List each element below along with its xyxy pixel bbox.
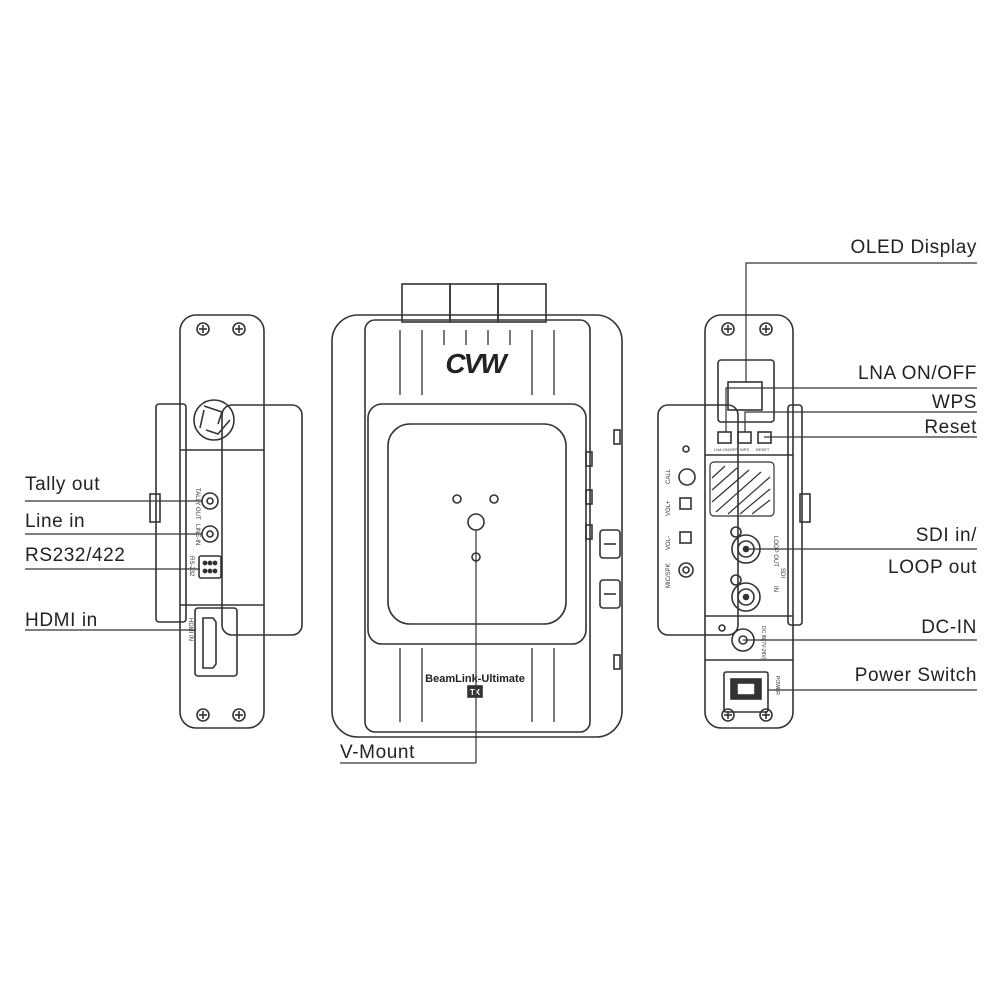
screw-icon [196, 708, 210, 722]
right-rear-plate [657, 404, 739, 636]
print-call: CALL [666, 468, 672, 484]
side-buttons [585, 429, 621, 670]
brand-logo: CVW [445, 348, 509, 379]
model-name: BeamLink-Ultimate [425, 673, 525, 685]
top-ribs [399, 330, 555, 395]
side-bnc-connectors [599, 529, 621, 609]
print-btn-wps: WPS [740, 447, 749, 452]
battery-plate-outer [367, 403, 587, 645]
print-sdi: SDI [779, 568, 785, 578]
print-power: POWER [774, 676, 780, 695]
sdi-in-connector [730, 574, 761, 612]
label-hdmi-in: HDMI in [25, 610, 98, 631]
vol-up-button [679, 497, 692, 510]
vol-down-button [679, 531, 692, 544]
mic-spk-jack [678, 562, 694, 578]
tx-badge-box [467, 685, 483, 698]
right-leader-lines [725, 262, 977, 691]
screw-icon [232, 708, 246, 722]
label-power-switch: Power Switch [854, 665, 977, 686]
call-button [678, 468, 696, 486]
print-btn-reset: RESET [756, 447, 770, 452]
sdi-loop-out-connector [730, 526, 761, 564]
rs232-port [198, 555, 222, 579]
label-dc-in: DC-IN [921, 617, 977, 638]
screw-icon [232, 322, 246, 336]
print-dc: DC IN(7V-28V) [760, 626, 766, 660]
vent-slots [709, 461, 775, 517]
top-connector [449, 283, 499, 323]
left-tab [149, 493, 161, 523]
screw-icon [759, 322, 773, 336]
label-tally-out: Tally out [25, 474, 101, 495]
vmount-leader [340, 530, 477, 764]
screw-icon [721, 322, 735, 336]
label-lna-on-off: LNA ON/OFF [858, 363, 977, 384]
print-loop: LOOP OUT [772, 536, 778, 567]
tally-out-port [201, 492, 219, 510]
label-loop-out: LOOP out [888, 557, 977, 578]
right-clip [787, 404, 803, 626]
screw-icon [196, 322, 210, 336]
battery-plate-inner [387, 423, 567, 625]
left-rear-plate [221, 404, 303, 636]
label-sdi-in: SDI in/ [915, 525, 977, 546]
aperture-logo-icon [193, 399, 235, 441]
left-leader-lines [25, 500, 202, 631]
label-wps: WPS [931, 392, 977, 413]
print-rs: RS-232 [188, 556, 194, 577]
tx-badge-text: TX [470, 688, 481, 697]
print-line: LINE-IN [194, 524, 200, 545]
line-in-port [201, 525, 219, 543]
right-body [704, 314, 794, 729]
top-connector [401, 283, 451, 323]
label-line-in: Line in [25, 511, 86, 532]
print-mic: MIC/SPK [666, 563, 672, 588]
power-switch [723, 671, 769, 713]
print-tally: TALLY OUT [194, 488, 200, 520]
right-side-view [657, 314, 811, 729]
left-side-view [149, 314, 303, 729]
wps-button [737, 431, 752, 444]
print-in: IN [772, 586, 778, 592]
front-view [331, 283, 623, 738]
label-oled-display: OLED Display [850, 237, 977, 258]
top-connector [497, 283, 547, 323]
lna-button [717, 431, 732, 444]
label-reset: Reset [924, 417, 977, 438]
right-tab [799, 493, 811, 523]
print-vol-down: VOL- [666, 536, 672, 550]
left-clip [155, 403, 187, 623]
left-body [179, 314, 265, 729]
print-btn-lna: LNA ON/OFF [714, 447, 738, 452]
print-vol-up: VOL+ [666, 500, 672, 516]
bottom-ribs [399, 648, 555, 722]
front-bumper [331, 314, 623, 738]
label-rs232: RS232/422 [25, 545, 126, 566]
hdmi-port [194, 607, 238, 677]
front-body [364, 319, 591, 733]
screw-icon [759, 708, 773, 722]
label-v-mount: V-Mount [340, 742, 415, 763]
